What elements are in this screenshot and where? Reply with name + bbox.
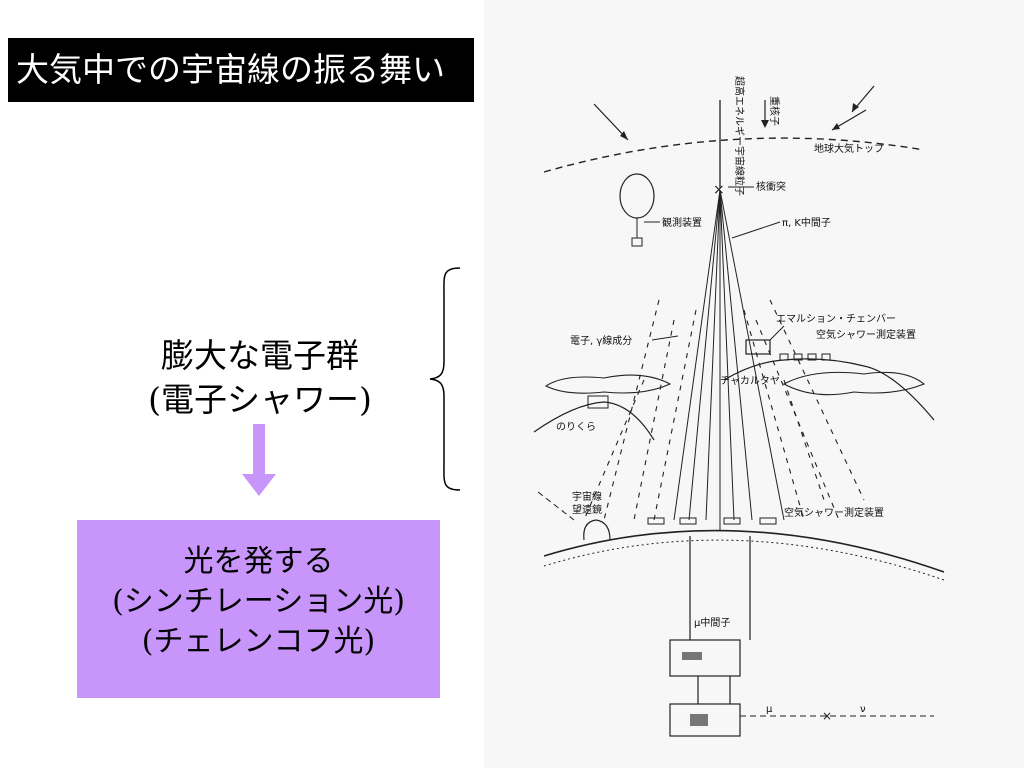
ground-surface [543,529,945,573]
emulsion-chamber-label: エマルション・チェンバー [776,313,896,325]
air-shower-ground-label: 空気シャワー測定装置 [784,506,884,519]
down-arrow-icon [242,424,276,496]
light-emission-box: 光を発する (シンチレーション光) (チェレンコフ光) [77,520,440,698]
mu-label: μ [766,704,773,715]
leader-line [731,221,781,239]
telescope-icon [583,519,611,541]
light-line-2: (シンチレーション光) [112,584,405,619]
atmosphere-top-label: 地球大気トップ [814,142,884,155]
shower-dashes [583,299,865,521]
primary-particle-label: 超高エネルギー宇宙線粒子 [733,76,746,196]
slide-title: 大気中での宇宙線の振る舞い [8,38,474,102]
brace-icon [429,267,461,491]
air-shower-mountain-label: 空気シャワー測定装置 [816,328,916,341]
atmosphere-top-line [543,137,925,173]
arrowhead-icon [832,123,840,130]
norikura-label: のりくら [556,421,596,433]
arrowhead-icon [852,103,859,112]
chacaltaya-mountain [723,358,935,421]
cosmic-ray-diagram: 地球大気トップ 超高エネルギー宇宙線粒子 重核子 × 核衝突 π, K中間子 [484,0,1024,768]
electron-gamma-label: 電子, γ線成分 [570,334,632,347]
diagram-canvas: 地球大気トップ 超高エネルギー宇宙線粒子 重核子 × 核衝突 π, K中間子 [533,76,945,737]
balloon-label: 観測装置 [662,216,702,229]
pi-k-meson-label: π, K中間子 [782,216,831,229]
nu-label: ν [860,704,866,715]
emulsion-chamber-icon [745,339,771,355]
chacaltaya-label: チャカルタヤ [720,375,780,387]
shower-cone [673,189,785,530]
cloud-icon [544,374,672,394]
underground-shaft [669,536,751,737]
ground-hatch [543,539,945,581]
ground-detector-icon [647,517,777,525]
light-line-3: (チェレンコフ光) [141,624,376,659]
light-line-1: 光を発する [183,544,334,579]
detector-block-icon [690,714,708,726]
electron-shower-text: 膨大な電子群 (電子シャワー) [110,334,410,422]
detector-block-icon [682,652,702,660]
interaction-x-icon: × [822,709,832,723]
cloud-icon [782,371,926,396]
electron-line-1: 膨大な電子群 [161,336,359,375]
arrowhead-icon [761,120,769,128]
muon-label: μ中間子 [694,616,730,629]
arrowhead-icon [620,131,628,140]
observatory-icon [587,395,609,409]
nuclear-collision-label: 核衝突 [756,180,786,193]
electron-line-2: (電子シャワー) [148,380,372,419]
telescope-label-2: 望遠鏡 [572,503,602,516]
heavy-nucleus-label: 重核子 [768,96,781,126]
collision-x-icon: × [713,182,725,198]
norikura-mountain [533,401,655,441]
telescope-label-1: 宇宙線 [572,490,602,503]
balloon-icon [619,173,655,219]
